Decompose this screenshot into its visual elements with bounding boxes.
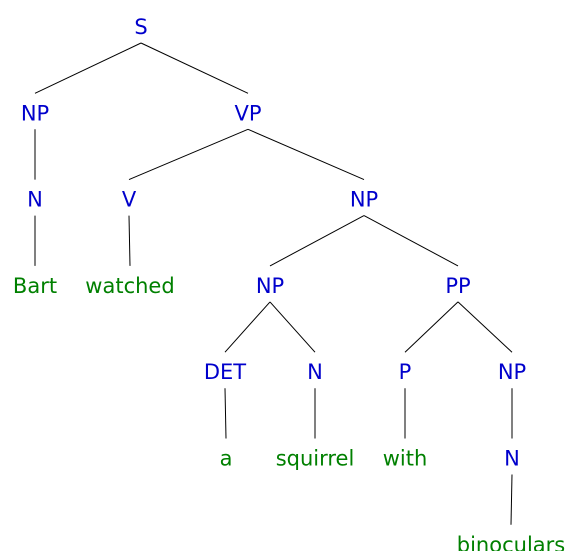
leaf-word-watched: watched — [85, 274, 174, 298]
tree-edge — [269, 301, 316, 353]
node-label-np: NP — [350, 188, 378, 212]
node-label-det: DET — [204, 360, 246, 384]
tree-edge — [224, 301, 271, 353]
tree-edge — [34, 42, 142, 94]
node-label-p: P — [399, 360, 412, 384]
leaf-word-with: with — [383, 447, 428, 471]
node-label-n: N — [307, 360, 323, 384]
tree-edge — [404, 301, 459, 353]
node-label-np: NP — [498, 360, 526, 384]
node-label-s: S — [134, 15, 147, 39]
node-label-n: N — [504, 447, 520, 471]
tree-edge — [128, 128, 249, 181]
node-label-vp: VP — [234, 101, 261, 125]
tree-edge — [457, 301, 513, 353]
node-label-pp: PP — [445, 274, 470, 298]
tree-edge — [128, 215, 131, 266]
tree-edge — [510, 474, 513, 525]
tree-edge — [247, 128, 365, 181]
leaf-word-binoculars: binoculars — [457, 533, 565, 551]
tree-edge — [363, 215, 459, 267]
tree-edge — [140, 42, 249, 94]
node-label-n: N — [27, 188, 43, 212]
leaf-word-a: a — [220, 447, 233, 471]
tree-edge — [224, 388, 227, 439]
tree-edge — [269, 215, 365, 267]
leaf-word-squirrel: squirrel — [276, 447, 355, 471]
leaf-word-bart: Bart — [13, 274, 57, 298]
node-label-np: NP — [21, 101, 49, 125]
node-label-np: NP — [256, 274, 284, 298]
node-label-v: V — [122, 188, 137, 212]
